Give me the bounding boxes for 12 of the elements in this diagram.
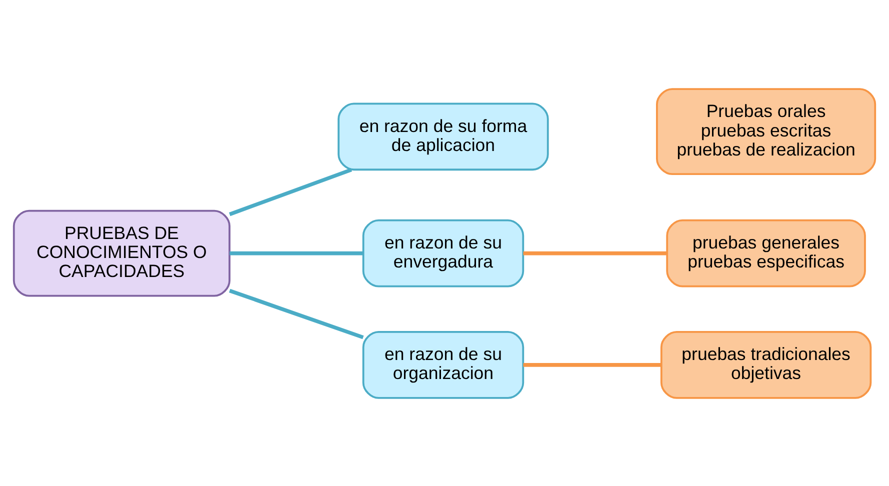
connector bbox=[229, 288, 364, 339]
node-box: pruebas generales pruebas especificas bbox=[666, 218, 866, 287]
node-box: PRUEBAS DE CONOCIMIENTOS O CAPACIDADES bbox=[12, 209, 230, 296]
connector bbox=[228, 167, 352, 216]
connector bbox=[523, 250, 667, 255]
node-box: Pruebas orales pruebas escritas pruebas de realizacion bbox=[656, 88, 876, 174]
node-box: en razon de su forma de aplicacion bbox=[338, 102, 549, 170]
node-box: en razon de su organizacion bbox=[362, 330, 524, 398]
node-box: en razon de su envergadura bbox=[362, 218, 524, 287]
connector bbox=[523, 362, 661, 366]
connector bbox=[230, 250, 364, 255]
node-box: pruebas tradicionales objetivas bbox=[660, 330, 872, 398]
